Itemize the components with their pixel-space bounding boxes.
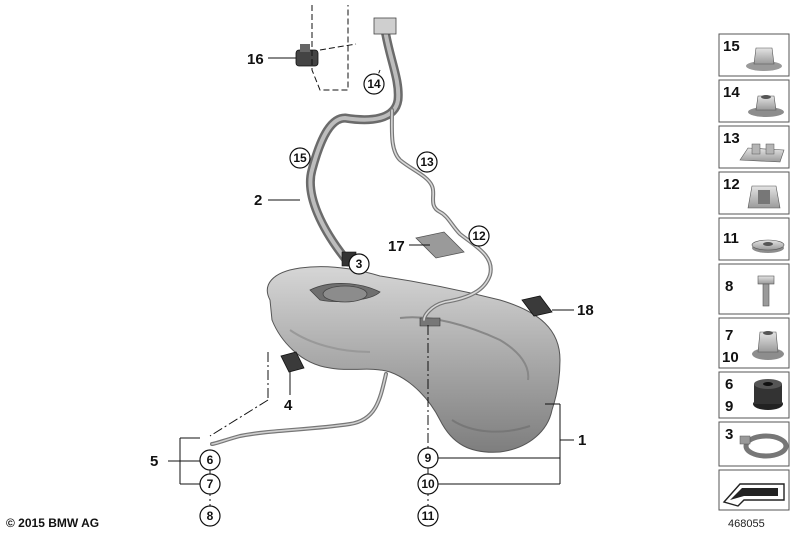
svg-text:9: 9 bbox=[425, 451, 432, 465]
pad-4 bbox=[280, 351, 305, 373]
hose-clamp-icon bbox=[739, 433, 789, 459]
label-18: 18 bbox=[577, 302, 594, 319]
label-1: 1 bbox=[578, 432, 586, 449]
part-cell-7-10: 7 10 bbox=[718, 317, 790, 369]
svg-text:14: 14 bbox=[367, 77, 381, 91]
svg-text:7: 7 bbox=[207, 477, 214, 491]
svg-text:11: 11 bbox=[723, 230, 739, 247]
svg-text:13: 13 bbox=[723, 130, 740, 147]
leader-lines bbox=[168, 5, 574, 508]
callout-8: 8 bbox=[199, 505, 221, 527]
parts-panel: 15 14 13 bbox=[718, 33, 790, 511]
grommet-icon bbox=[752, 331, 784, 360]
part-cell-13: 13 bbox=[718, 125, 790, 169]
callout-3: 3 bbox=[348, 253, 370, 275]
part-cell-8: 8 bbox=[718, 263, 790, 315]
label-17: 17 bbox=[388, 238, 405, 255]
washer-icon bbox=[751, 239, 785, 253]
svg-text:10: 10 bbox=[722, 349, 739, 366]
vent-line bbox=[389, 108, 493, 322]
pipe-clip-icon bbox=[739, 143, 785, 163]
filler-pipe bbox=[305, 17, 403, 267]
part-cell-6-9: 6 9 bbox=[718, 371, 790, 419]
fuel-tank bbox=[266, 266, 561, 453]
pad-17 bbox=[415, 231, 465, 259]
callout-10: 10 bbox=[417, 473, 439, 495]
sensor-16 bbox=[295, 44, 319, 67]
svg-text:12: 12 bbox=[723, 176, 740, 193]
part-cell-15: 15 bbox=[718, 33, 790, 77]
document-number: 468055 bbox=[728, 518, 765, 530]
svg-text:6: 6 bbox=[207, 453, 214, 467]
copyright-text: © 2015 BMW AG bbox=[6, 516, 100, 530]
part-cell-14: 14 bbox=[718, 79, 790, 123]
svg-text:8: 8 bbox=[207, 509, 214, 523]
label-5: 5 bbox=[150, 453, 158, 470]
svg-text:6: 6 bbox=[725, 376, 733, 393]
svg-text:12: 12 bbox=[472, 229, 486, 243]
svg-text:8: 8 bbox=[725, 278, 733, 295]
callout-6: 6 bbox=[199, 449, 221, 471]
rubber-bushing-icon bbox=[753, 379, 783, 410]
callout-7: 7 bbox=[199, 473, 221, 495]
svg-text:14: 14 bbox=[723, 84, 740, 101]
callout-13: 13 bbox=[416, 151, 438, 173]
svg-text:7: 7 bbox=[725, 327, 733, 344]
svg-text:15: 15 bbox=[723, 38, 740, 55]
callout-15: 15 bbox=[289, 147, 311, 169]
part-cell-12: 12 bbox=[718, 171, 790, 215]
part-cell-3: 3 bbox=[718, 421, 790, 467]
screw-icon bbox=[757, 275, 775, 307]
callout-14: 14 bbox=[363, 73, 385, 95]
pad-18 bbox=[521, 295, 553, 317]
label-16: 16 bbox=[247, 51, 264, 68]
svg-text:9: 9 bbox=[725, 398, 733, 415]
label-4: 4 bbox=[284, 397, 293, 414]
flange-nut-icon bbox=[748, 95, 784, 117]
part-cell-arrow bbox=[718, 469, 790, 511]
svg-text:3: 3 bbox=[356, 257, 363, 271]
svg-text:15: 15 bbox=[293, 151, 307, 165]
fuel-feed-line bbox=[210, 372, 388, 446]
svg-text:11: 11 bbox=[422, 509, 435, 523]
arrow-sign-icon bbox=[722, 483, 785, 507]
svg-text:13: 13 bbox=[420, 155, 434, 169]
label-2: 2 bbox=[254, 192, 262, 209]
callout-11: 11 bbox=[417, 505, 439, 527]
svg-text:10: 10 bbox=[421, 477, 435, 491]
svg-text:3: 3 bbox=[725, 426, 733, 443]
callout-12: 12 bbox=[468, 225, 490, 247]
nut-icon bbox=[746, 47, 782, 71]
part-cell-11: 11 bbox=[718, 217, 790, 261]
callout-9: 9 bbox=[417, 447, 439, 469]
clip-icon bbox=[747, 185, 781, 209]
